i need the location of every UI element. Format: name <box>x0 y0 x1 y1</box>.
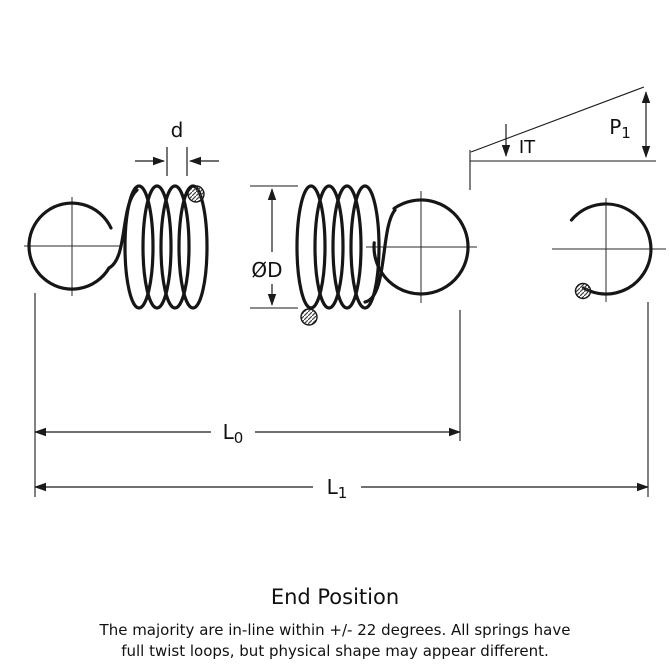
label-p1-main: P <box>609 115 621 139</box>
dimension-labels: d P1 IT ØD L0 L1 <box>171 115 631 502</box>
label-l0-main: L <box>223 420 235 444</box>
right-coil-2 <box>313 184 345 310</box>
spring-drawing <box>27 184 653 326</box>
right-hook-connector <box>363 208 397 304</box>
label-outer-diameter: ØD <box>251 258 282 282</box>
end-position-hook <box>569 202 653 296</box>
left-coil-3 <box>159 184 191 310</box>
left-coil-4 <box>177 184 209 310</box>
label-l1-sub: 1 <box>338 484 348 502</box>
wire-cross-section-end <box>574 282 592 300</box>
label-wire-diameter: d <box>171 118 184 142</box>
label-l0-sub: 0 <box>234 429 244 447</box>
label-l1-main: L <box>327 475 339 499</box>
right-coil-1 <box>295 184 327 310</box>
right-hook-loop <box>372 198 470 296</box>
left-hook-connector <box>107 188 139 270</box>
caption-end-position: End Position <box>271 585 399 609</box>
label-p1-sub: 1 <box>621 124 631 142</box>
dimension-lines <box>34 86 656 497</box>
note-line-1: The majority are in-line within +/- 22 d… <box>99 621 571 639</box>
right-coil-4 <box>349 184 381 310</box>
label-initial-tension: IT <box>519 137 536 158</box>
right-coil-3 <box>331 184 363 310</box>
label-p1: P1 <box>609 115 631 142</box>
left-coil-2 <box>141 184 173 310</box>
label-l1: L1 <box>327 475 348 502</box>
wire-cross-section-mid <box>300 308 318 326</box>
note-line-2: full twist loops, but physical shape may… <box>121 642 549 660</box>
wire-cross-section-left <box>187 185 205 203</box>
label-l0: L0 <box>223 420 244 447</box>
left-coil-1 <box>123 184 155 310</box>
pitch-slope-line <box>470 86 645 153</box>
left-hook-loop <box>27 201 113 291</box>
